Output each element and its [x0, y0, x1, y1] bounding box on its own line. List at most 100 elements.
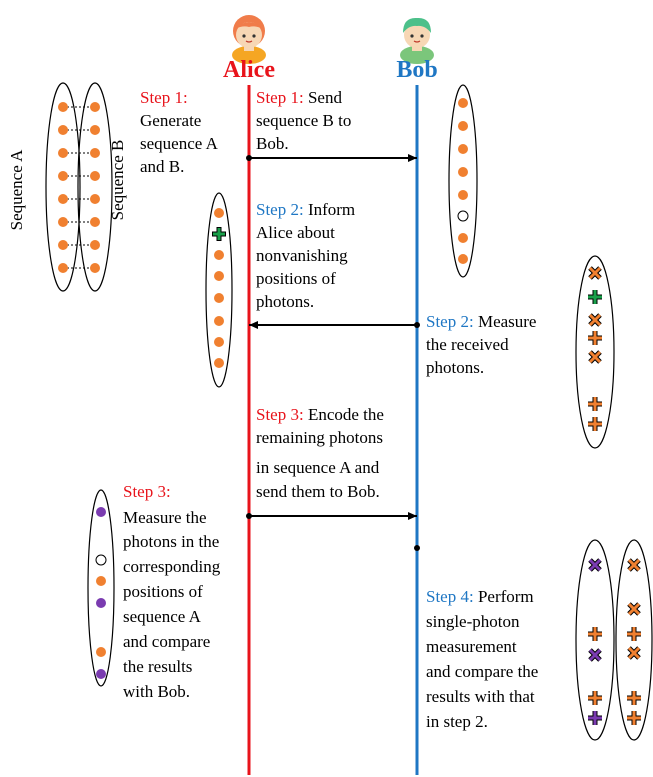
- svg-text:measurement: measurement: [426, 637, 517, 656]
- svg-text:sequence B to: sequence B to: [256, 111, 351, 130]
- photon: [214, 358, 224, 368]
- svg-text:Measure the: Measure the: [123, 508, 207, 527]
- bob-measure-oval: [575, 255, 615, 449]
- svg-text:the received: the received: [426, 335, 509, 354]
- photon: [214, 271, 224, 281]
- svg-text:in step 2.: in step 2.: [426, 712, 488, 731]
- photon-pair: [58, 263, 100, 273]
- cross-icon: [627, 646, 641, 660]
- svg-text:Bob.: Bob.: [256, 134, 289, 153]
- svg-text:corresponding: corresponding: [123, 557, 221, 576]
- step2-measure-text: Step 2: Measure the received photons.: [426, 312, 536, 377]
- svg-text:positions of: positions of: [123, 582, 203, 601]
- plus-icon: [588, 711, 602, 725]
- cross-icon: [588, 266, 602, 280]
- cross-icon: [588, 350, 602, 364]
- svg-text:with Bob.: with Bob.: [123, 682, 190, 701]
- bob-name: Bob: [396, 57, 437, 83]
- alice-sequence-a-photons: [212, 208, 226, 368]
- alice-measure-photons: [95, 507, 107, 679]
- photon-purple: [96, 598, 106, 608]
- svg-text:and compare: and compare: [123, 632, 210, 651]
- alice-name: Alice: [223, 57, 275, 83]
- svg-text:Step 2: Inform: Step 2: Inform: [256, 200, 355, 219]
- photon: [458, 121, 468, 131]
- photon-pair: [58, 240, 100, 250]
- photon: [458, 98, 468, 108]
- arrow-step1: [246, 154, 417, 162]
- photon-pair: [58, 125, 100, 135]
- photon: [458, 144, 468, 154]
- photon: [214, 316, 224, 326]
- alice-step3-text: Step 3: Measure the photons in the corre…: [123, 482, 221, 701]
- photon: [214, 250, 224, 260]
- photon: [458, 254, 468, 264]
- alice-step1-text: Step 1: Generate sequence A and B.: [140, 88, 219, 176]
- sequence-b-label: Sequence B: [108, 140, 127, 221]
- alice-sequence-a-oval: [205, 192, 233, 388]
- plus-icon: [588, 691, 602, 705]
- bob-received-oval: [448, 84, 478, 278]
- photon: [214, 208, 224, 218]
- step1-send-text: Step 1: Send sequence B to Bob.: [256, 88, 351, 153]
- photon-vacant: [95, 554, 107, 566]
- photon-purple: [96, 507, 106, 517]
- photon-pair: [58, 102, 100, 112]
- photon-pair: [58, 194, 100, 204]
- arrow-step2: [249, 321, 420, 329]
- photon: [458, 233, 468, 243]
- bob-timeline-dot: [414, 545, 420, 551]
- svg-text:sequence A: sequence A: [123, 607, 202, 626]
- photon: [214, 293, 224, 303]
- svg-text:results with that: results with that: [426, 687, 535, 706]
- photon-pair: [58, 217, 100, 227]
- svg-text:nonvanishing: nonvanishing: [256, 246, 348, 265]
- svg-text:Step 4: Perform: Step 4: Perform: [426, 587, 534, 606]
- svg-text:and compare the: and compare the: [426, 662, 538, 681]
- photon: [96, 647, 106, 657]
- sequence-pairs: [58, 102, 100, 273]
- step2-inform-text: Step 2: Inform Alice about nonvanishing …: [256, 200, 355, 311]
- svg-text:send them to Bob.: send them to Bob.: [256, 482, 380, 501]
- bob-step4-oval-2: [615, 539, 653, 741]
- cross-icon: [627, 602, 641, 616]
- photon-vacant: [457, 210, 469, 222]
- cross-icon: [588, 558, 602, 572]
- svg-text:Alice about: Alice about: [256, 223, 335, 242]
- svg-text:positions of: positions of: [256, 269, 336, 288]
- sequence-a-label: Sequence A: [7, 149, 26, 230]
- svg-text:Step 1:: Step 1:: [140, 88, 188, 107]
- step4-text: Step 4: Perform single-photon measuremen…: [426, 587, 538, 731]
- photon-purple: [96, 669, 106, 679]
- arrow-step3: [246, 512, 417, 520]
- svg-text:the results: the results: [123, 657, 192, 676]
- cross-icon: [588, 648, 602, 662]
- plus-icon: [588, 417, 602, 431]
- cross-icon: [627, 558, 641, 572]
- bob-step4-results: [588, 558, 641, 725]
- svg-text:Step 3: Encode the: Step 3: Encode the: [256, 405, 384, 424]
- plus-icon: [627, 627, 641, 641]
- svg-text:Step 1: Send: Step 1: Send: [256, 88, 342, 107]
- svg-text:photons.: photons.: [426, 358, 484, 377]
- svg-text:remaining photons: remaining photons: [256, 428, 383, 447]
- svg-text:Step 2: Measure: Step 2: Measure: [426, 312, 536, 331]
- sequence-a-oval: [45, 82, 81, 292]
- photon: [214, 337, 224, 347]
- plus-icon: [588, 331, 602, 345]
- plus-icon: [627, 711, 641, 725]
- svg-text:sequence A: sequence A: [140, 134, 219, 153]
- photon: [96, 576, 106, 586]
- plus-icon: [588, 290, 602, 304]
- svg-text:Step 3:: Step 3:: [123, 482, 171, 501]
- plus-icon: [588, 397, 602, 411]
- photon-pair: [58, 148, 100, 158]
- plus-icon: [627, 691, 641, 705]
- svg-text:and B.: and B.: [140, 157, 184, 176]
- svg-text:Generate: Generate: [140, 111, 201, 130]
- sequence-b-oval: [77, 82, 113, 292]
- cross-icon: [588, 313, 602, 327]
- bob-measure-results: [588, 266, 602, 431]
